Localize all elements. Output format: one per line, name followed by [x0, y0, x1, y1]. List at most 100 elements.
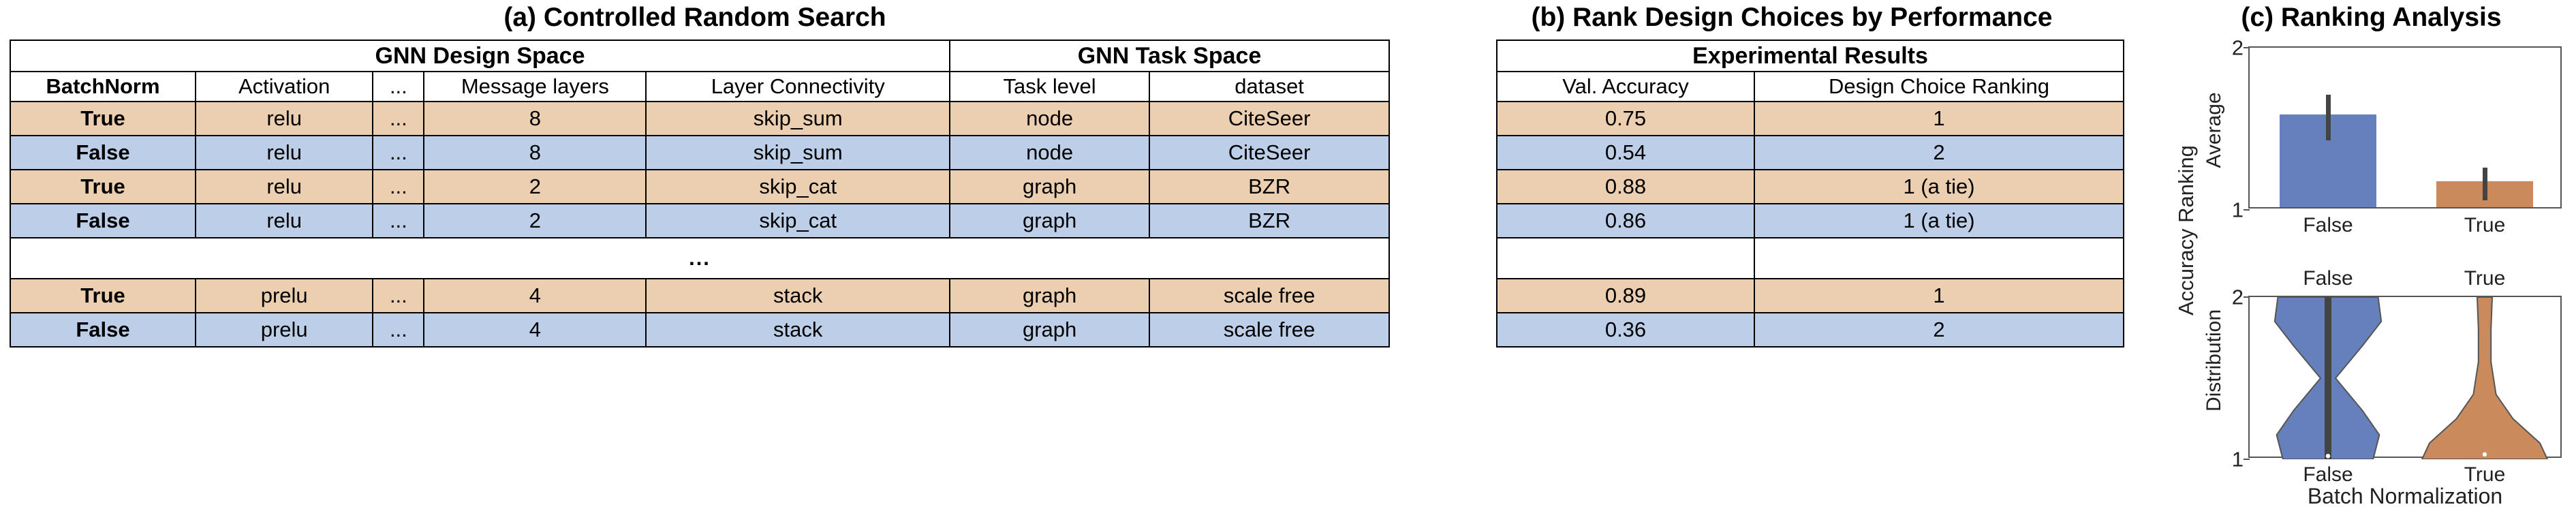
- group-header-design-space: GNN Design Space: [9, 40, 951, 72]
- table-cell: 0.75: [1496, 101, 1755, 136]
- violin-plot-y-tick-label: 2: [2231, 285, 2244, 309]
- table-a-column-header-row: BatchNorm Activation ... Message layers …: [9, 71, 1390, 102]
- panel-a-title: (a) Controlled Random Search: [503, 3, 886, 32]
- violin-plot-y-tick-label: 1: [2231, 447, 2244, 472]
- violin-plot-x-tick-label: True: [2464, 463, 2506, 486]
- violin-plot-y-tick-mark: [2244, 459, 2250, 460]
- table-cell: 8: [423, 101, 647, 136]
- column-header-task-level: Task level: [949, 71, 1151, 102]
- y-axis-label-distribution: Distribution: [2201, 282, 2228, 439]
- table-b-column-header-row: Val. Accuracy Design Choice Ranking: [1496, 71, 2125, 102]
- violin-plot-top-x-tick-label: True: [2464, 267, 2506, 290]
- table-cell: relu: [195, 101, 374, 136]
- table-cell: 1 (a tie): [1753, 169, 2125, 204]
- table-cell: [1496, 237, 1755, 279]
- table-cell: ...: [372, 101, 425, 136]
- ranking-analysis-chart: Accuracy Ranking Average Distribution 1 2…: [2167, 31, 2576, 508]
- table-cell: relu: [195, 203, 374, 238]
- table-cell: skip_cat: [645, 169, 951, 204]
- table-cell: prelu: [195, 278, 374, 313]
- table-cell: 2: [423, 169, 647, 204]
- bar-chart-y-tick-label: 1: [2231, 198, 2244, 222]
- column-header-ellipsis: ...: [372, 71, 425, 102]
- table-cell: True: [9, 278, 197, 313]
- table-cell: stack: [645, 278, 951, 313]
- table-b-group-header-row: Experimental Results: [1495, 40, 2125, 72]
- table-cell: ...: [372, 278, 425, 313]
- table-a-group-header-row: GNN Design Space GNN Task Space: [9, 40, 1390, 72]
- y-axis-label-average: Average: [2201, 52, 2228, 209]
- table-cell: [1753, 237, 2125, 279]
- table-cell: skip_cat: [645, 203, 951, 238]
- table-cell: 0.86: [1496, 203, 1755, 238]
- group-header-experimental-results: Experimental Results: [1495, 40, 2125, 72]
- table-cell: True: [9, 169, 197, 204]
- table-cell: 8: [423, 135, 647, 170]
- table-cell: 1: [1753, 278, 2125, 313]
- panel-c-title: (c) Ranking Analysis: [2241, 3, 2502, 32]
- table-cell: scale free: [1149, 278, 1390, 313]
- column-header-message-layers: Message layers: [423, 71, 647, 102]
- violin-false-median-marker: [2325, 454, 2331, 459]
- column-header-batchnorm: BatchNorm: [9, 71, 197, 102]
- experimental-results-table: Experimental Results Val. Accuracy Desig…: [1495, 40, 2125, 348]
- violin-false-iqr-bar: [2325, 297, 2331, 459]
- panel-b-title: (b) Rank Design Choices by Performance: [1531, 3, 2053, 32]
- table-row: ...: [10, 237, 1390, 279]
- table-cell: 2: [1753, 312, 2125, 348]
- table-cell: 0.88: [1496, 169, 1755, 204]
- bar-chart-y-tick-mark: [2244, 47, 2250, 48]
- violin-true: [2421, 297, 2549, 459]
- table-cell: stack: [645, 312, 951, 348]
- table-cell: 4: [423, 312, 647, 348]
- column-header-dataset: dataset: [1149, 71, 1390, 102]
- table-cell: CiteSeer: [1149, 135, 1390, 170]
- table-cell: False: [9, 312, 197, 348]
- table-cell: node: [949, 135, 1151, 170]
- table-cell: False: [9, 135, 197, 170]
- violin-true-median-marker: [2482, 452, 2487, 457]
- table-cell: node: [949, 101, 1151, 136]
- shared-y-axis-label: Accuracy Ranking: [2172, 40, 2201, 421]
- violin-plot-x-tick-label: False: [2303, 463, 2353, 486]
- bar-chart-x-tick-label: True: [2464, 214, 2506, 236]
- bar-chart-y-tick-mark: [2244, 209, 2250, 211]
- table-cell: False: [9, 203, 197, 238]
- violin-shapes: [2274, 297, 2549, 459]
- table-cell: relu: [195, 135, 374, 170]
- table-row: [1496, 237, 2125, 279]
- table-cell: 4: [423, 278, 647, 313]
- table-cell: ...: [372, 135, 425, 170]
- table-cell: True: [9, 101, 197, 136]
- table-cell: 1: [1753, 101, 2125, 136]
- figure-canvas: (a) Controlled Random Search (b) Rank De…: [9, 3, 2576, 508]
- table-cell: 2: [1753, 135, 2125, 170]
- x-axis-title: Batch Normalization: [2307, 484, 2503, 508]
- table-cell: ...: [372, 169, 425, 204]
- table-cell: 0.89: [1496, 278, 1755, 313]
- table-cell: scale free: [1149, 312, 1390, 348]
- bar-chart-y-tick-label: 2: [2231, 35, 2244, 60]
- table-cell: skip_sum: [645, 135, 951, 170]
- table-cell: ...: [372, 312, 425, 348]
- column-header-activation: Activation: [195, 71, 374, 102]
- controlled-random-search-table: GNN Design Space GNN Task Space BatchNor…: [9, 40, 1390, 348]
- table-cell: graph: [949, 278, 1151, 313]
- bar-chart-x-tick-label: False: [2303, 214, 2353, 236]
- table-cell: BZR: [1149, 203, 1390, 238]
- column-header-design-choice-ranking: Design Choice Ranking: [1753, 71, 2125, 102]
- violin-plot-top-x-tick-label: False: [2303, 267, 2353, 290]
- table-cell: ...: [372, 203, 425, 238]
- error-bar-false: [2325, 95, 2331, 140]
- error-bar-true: [2482, 168, 2487, 200]
